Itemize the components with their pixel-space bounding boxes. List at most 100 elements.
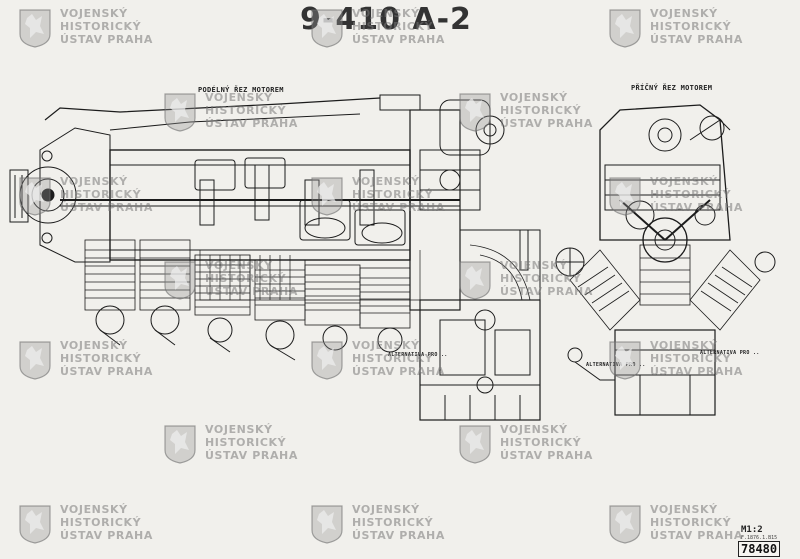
- sheet-subcode: F.1876.1.B15: [741, 535, 778, 541]
- watermark-line1: VOJENSKÝ: [352, 7, 420, 20]
- seal-icon: [311, 505, 343, 544]
- cross-section-label: PŘÍČNÝ ŘEZ MOTOREM: [631, 84, 713, 92]
- watermark-line2: HISTORICKÝ: [500, 436, 582, 449]
- watermark-line1: VOJENSKÝ: [650, 503, 718, 516]
- watermark-line3: ÚSTAV PRAHA: [500, 117, 593, 130]
- watermark-line3: ÚSTAV PRAHA: [60, 201, 153, 214]
- longitudinal-section-label: PODÉLNÝ ŘEZ MOTOREM: [198, 86, 284, 94]
- watermark-line1: VOJENSKÝ: [60, 339, 128, 352]
- watermark-line3: ÚSTAV PRAHA: [205, 285, 298, 298]
- seal-icon: [164, 425, 196, 464]
- cross-section: [555, 104, 776, 416]
- annotation-2: ALTERNATIVA PRO ..: [700, 350, 760, 356]
- watermark-line3: ÚSTAV PRAHA: [500, 449, 593, 462]
- seal-icon: [19, 177, 51, 216]
- watermark-line1: VOJENSKÝ: [205, 423, 273, 436]
- seal-icon: [609, 177, 641, 216]
- watermark-line3: ÚSTAV PRAHA: [352, 365, 445, 378]
- seal-icon: [19, 341, 51, 380]
- watermark-line1: VOJENSKÝ: [650, 339, 718, 352]
- watermark-line1: VOJENSKÝ: [500, 259, 568, 272]
- watermark-line2: HISTORICKÝ: [650, 188, 732, 201]
- watermark-line2: HISTORICKÝ: [205, 436, 287, 449]
- watermark-line2: HISTORICKÝ: [60, 188, 142, 201]
- watermark-line2: HISTORICKÝ: [650, 516, 732, 529]
- seal-icon: [311, 177, 343, 216]
- watermark-line1: VOJENSKÝ: [205, 91, 273, 104]
- sheet-code: M1:2: [741, 525, 763, 535]
- watermark-line3: ÚSTAV PRAHA: [205, 117, 298, 130]
- seal-icon: [164, 93, 196, 132]
- watermark-line1: VOJENSKÝ: [205, 259, 273, 272]
- watermark-line2: HISTORICKÝ: [60, 516, 142, 529]
- watermark-line1: VOJENSKÝ: [352, 339, 420, 352]
- watermark-line1: VOJENSKÝ: [352, 503, 420, 516]
- watermark-line3: ÚSTAV PRAHA: [650, 365, 743, 378]
- seal-icon: [164, 261, 196, 300]
- watermark-line1: VOJENSKÝ: [650, 175, 718, 188]
- seal-icon: [311, 341, 343, 380]
- watermark-line1: VOJENSKÝ: [352, 175, 420, 188]
- watermark-line2: HISTORICKÝ: [60, 20, 142, 33]
- watermark-line3: ÚSTAV PRAHA: [650, 529, 743, 542]
- seal-icon: [19, 505, 51, 544]
- watermark-line3: ÚSTAV PRAHA: [500, 285, 593, 298]
- watermark-line2: HISTORICKÝ: [352, 188, 434, 201]
- seal-icon: [609, 505, 641, 544]
- watermark-line1: VOJENSKÝ: [60, 503, 128, 516]
- annotation-3: ALTERNATIVA PRO ..: [586, 362, 646, 368]
- watermark-line2: HISTORICKÝ: [650, 20, 732, 33]
- seal-icon: [459, 261, 491, 300]
- seal-icon: [459, 93, 491, 132]
- watermark-line3: ÚSTAV PRAHA: [60, 529, 153, 542]
- watermark-line3: ÚSTAV PRAHA: [205, 449, 298, 462]
- watermark-line3: ÚSTAV PRAHA: [650, 201, 743, 214]
- seal-icon: [19, 9, 51, 48]
- watermark-line3: ÚSTAV PRAHA: [352, 201, 445, 214]
- watermark-line3: ÚSTAV PRAHA: [60, 365, 153, 378]
- watermark-line1: VOJENSKÝ: [60, 7, 128, 20]
- watermark-line3: ÚSTAV PRAHA: [352, 33, 445, 46]
- watermark-line2: HISTORICKÝ: [205, 104, 287, 117]
- watermark-line1: VOJENSKÝ: [500, 91, 568, 104]
- watermark-line3: ÚSTAV PRAHA: [352, 529, 445, 542]
- watermark-line3: ÚSTAV PRAHA: [650, 33, 743, 46]
- watermark-line1: VOJENSKÝ: [60, 175, 128, 188]
- seal-icon: [459, 425, 491, 464]
- archive-number: 78480: [738, 541, 781, 557]
- watermark-line2: HISTORICKÝ: [205, 272, 287, 285]
- annotation-1: ALTERNATIVA PRO ..: [388, 352, 448, 358]
- seal-icon: [609, 9, 641, 48]
- longitudinal-section: [9, 94, 541, 421]
- watermark-line1: VOJENSKÝ: [650, 7, 718, 20]
- watermark-line1: VOJENSKÝ: [500, 423, 568, 436]
